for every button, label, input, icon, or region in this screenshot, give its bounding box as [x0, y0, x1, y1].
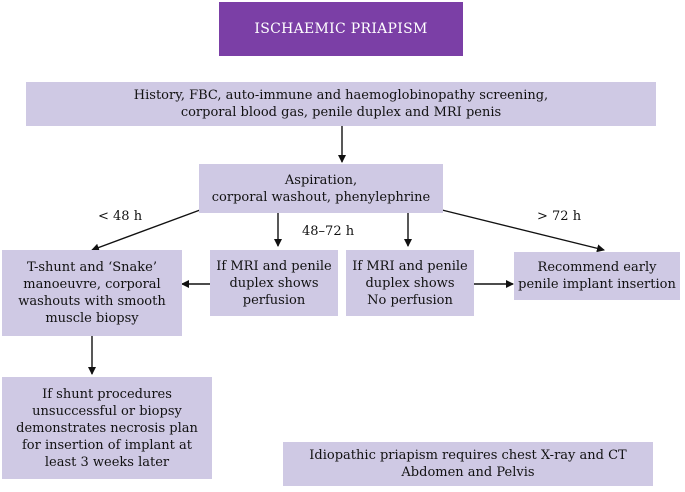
node-screening: History, FBC, auto-immune and haemoglobi… — [26, 82, 656, 126]
node-idiopathic: Idiopathic priapism requires chest X-ray… — [283, 442, 653, 486]
node-idiopathic-line: Abdomen and Pelvis — [401, 465, 535, 480]
node-no-perfusion-line: duplex shows — [365, 275, 455, 291]
node-idiopathic-line: Idiopathic priapism requires chest X-ray… — [309, 448, 627, 463]
node-shunt-fail-line: for insertion of implant at — [22, 437, 192, 453]
node-perfusion-line: If MRI and penile — [216, 258, 332, 274]
node-shunt-fail-line: If shunt procedures — [42, 386, 172, 402]
node-aspiration-line: corporal washout, phenylephrine — [211, 189, 431, 205]
node-tshunt-line: manoeuvre, corporal — [23, 277, 161, 292]
node-perfusion-line: perfusion — [242, 292, 306, 308]
node-aspiration: Aspiration, corporal washout, phenylephr… — [199, 164, 443, 213]
node-tshunt: T-shunt and ‘Snake’ manoeuvre, corporal … — [2, 250, 182, 336]
node-implant-line: Recommend early — [537, 260, 657, 275]
node-perfusion-line: duplex shows — [229, 275, 319, 291]
node-no-perfusion: If MRI and penile duplex shows No perfus… — [346, 250, 474, 316]
arrow-aspiration-to-implant — [441, 209, 605, 253]
node-shunt-fail: If shunt procedures unsuccessful or biop… — [2, 377, 212, 479]
edge-label-lt48: < 48 h — [98, 209, 143, 224]
node-implant: Recommend early penile implant insertion — [514, 252, 680, 300]
node-perfusion: If MRI and penile duplex shows perfusion — [210, 250, 338, 316]
diagram-title-text: ISCHAEMIC PRIAPISM — [254, 20, 428, 37]
edge-label-gt72: > 72 h — [537, 209, 582, 224]
node-shunt-fail-line: demonstrates necrosis plan — [16, 420, 198, 436]
diagram-title: ISCHAEMIC PRIAPISM — [219, 2, 463, 56]
node-screening-line: corporal blood gas, penile duplex and MR… — [180, 105, 502, 120]
node-shunt-fail-line: unsuccessful or biopsy — [32, 403, 182, 419]
node-tshunt-line: washouts with smooth — [18, 294, 166, 309]
node-tshunt-line: T-shunt and ‘Snake’ — [27, 260, 157, 275]
edge-label-48-72: 48–72 h — [302, 224, 355, 239]
node-aspiration-line: Aspiration, — [284, 172, 358, 188]
node-tshunt-line: muscle biopsy — [45, 311, 139, 326]
node-implant-line: penile implant insertion — [518, 277, 676, 292]
node-no-perfusion-line: No perfusion — [367, 292, 453, 308]
node-screening-line: History, FBC, auto-immune and haemoglobi… — [133, 88, 549, 103]
arrow-aspiration-to-tshunt — [91, 209, 201, 252]
node-no-perfusion-line: If MRI and penile — [352, 258, 468, 274]
node-shunt-fail-line: least 3 weeks later — [44, 454, 170, 470]
